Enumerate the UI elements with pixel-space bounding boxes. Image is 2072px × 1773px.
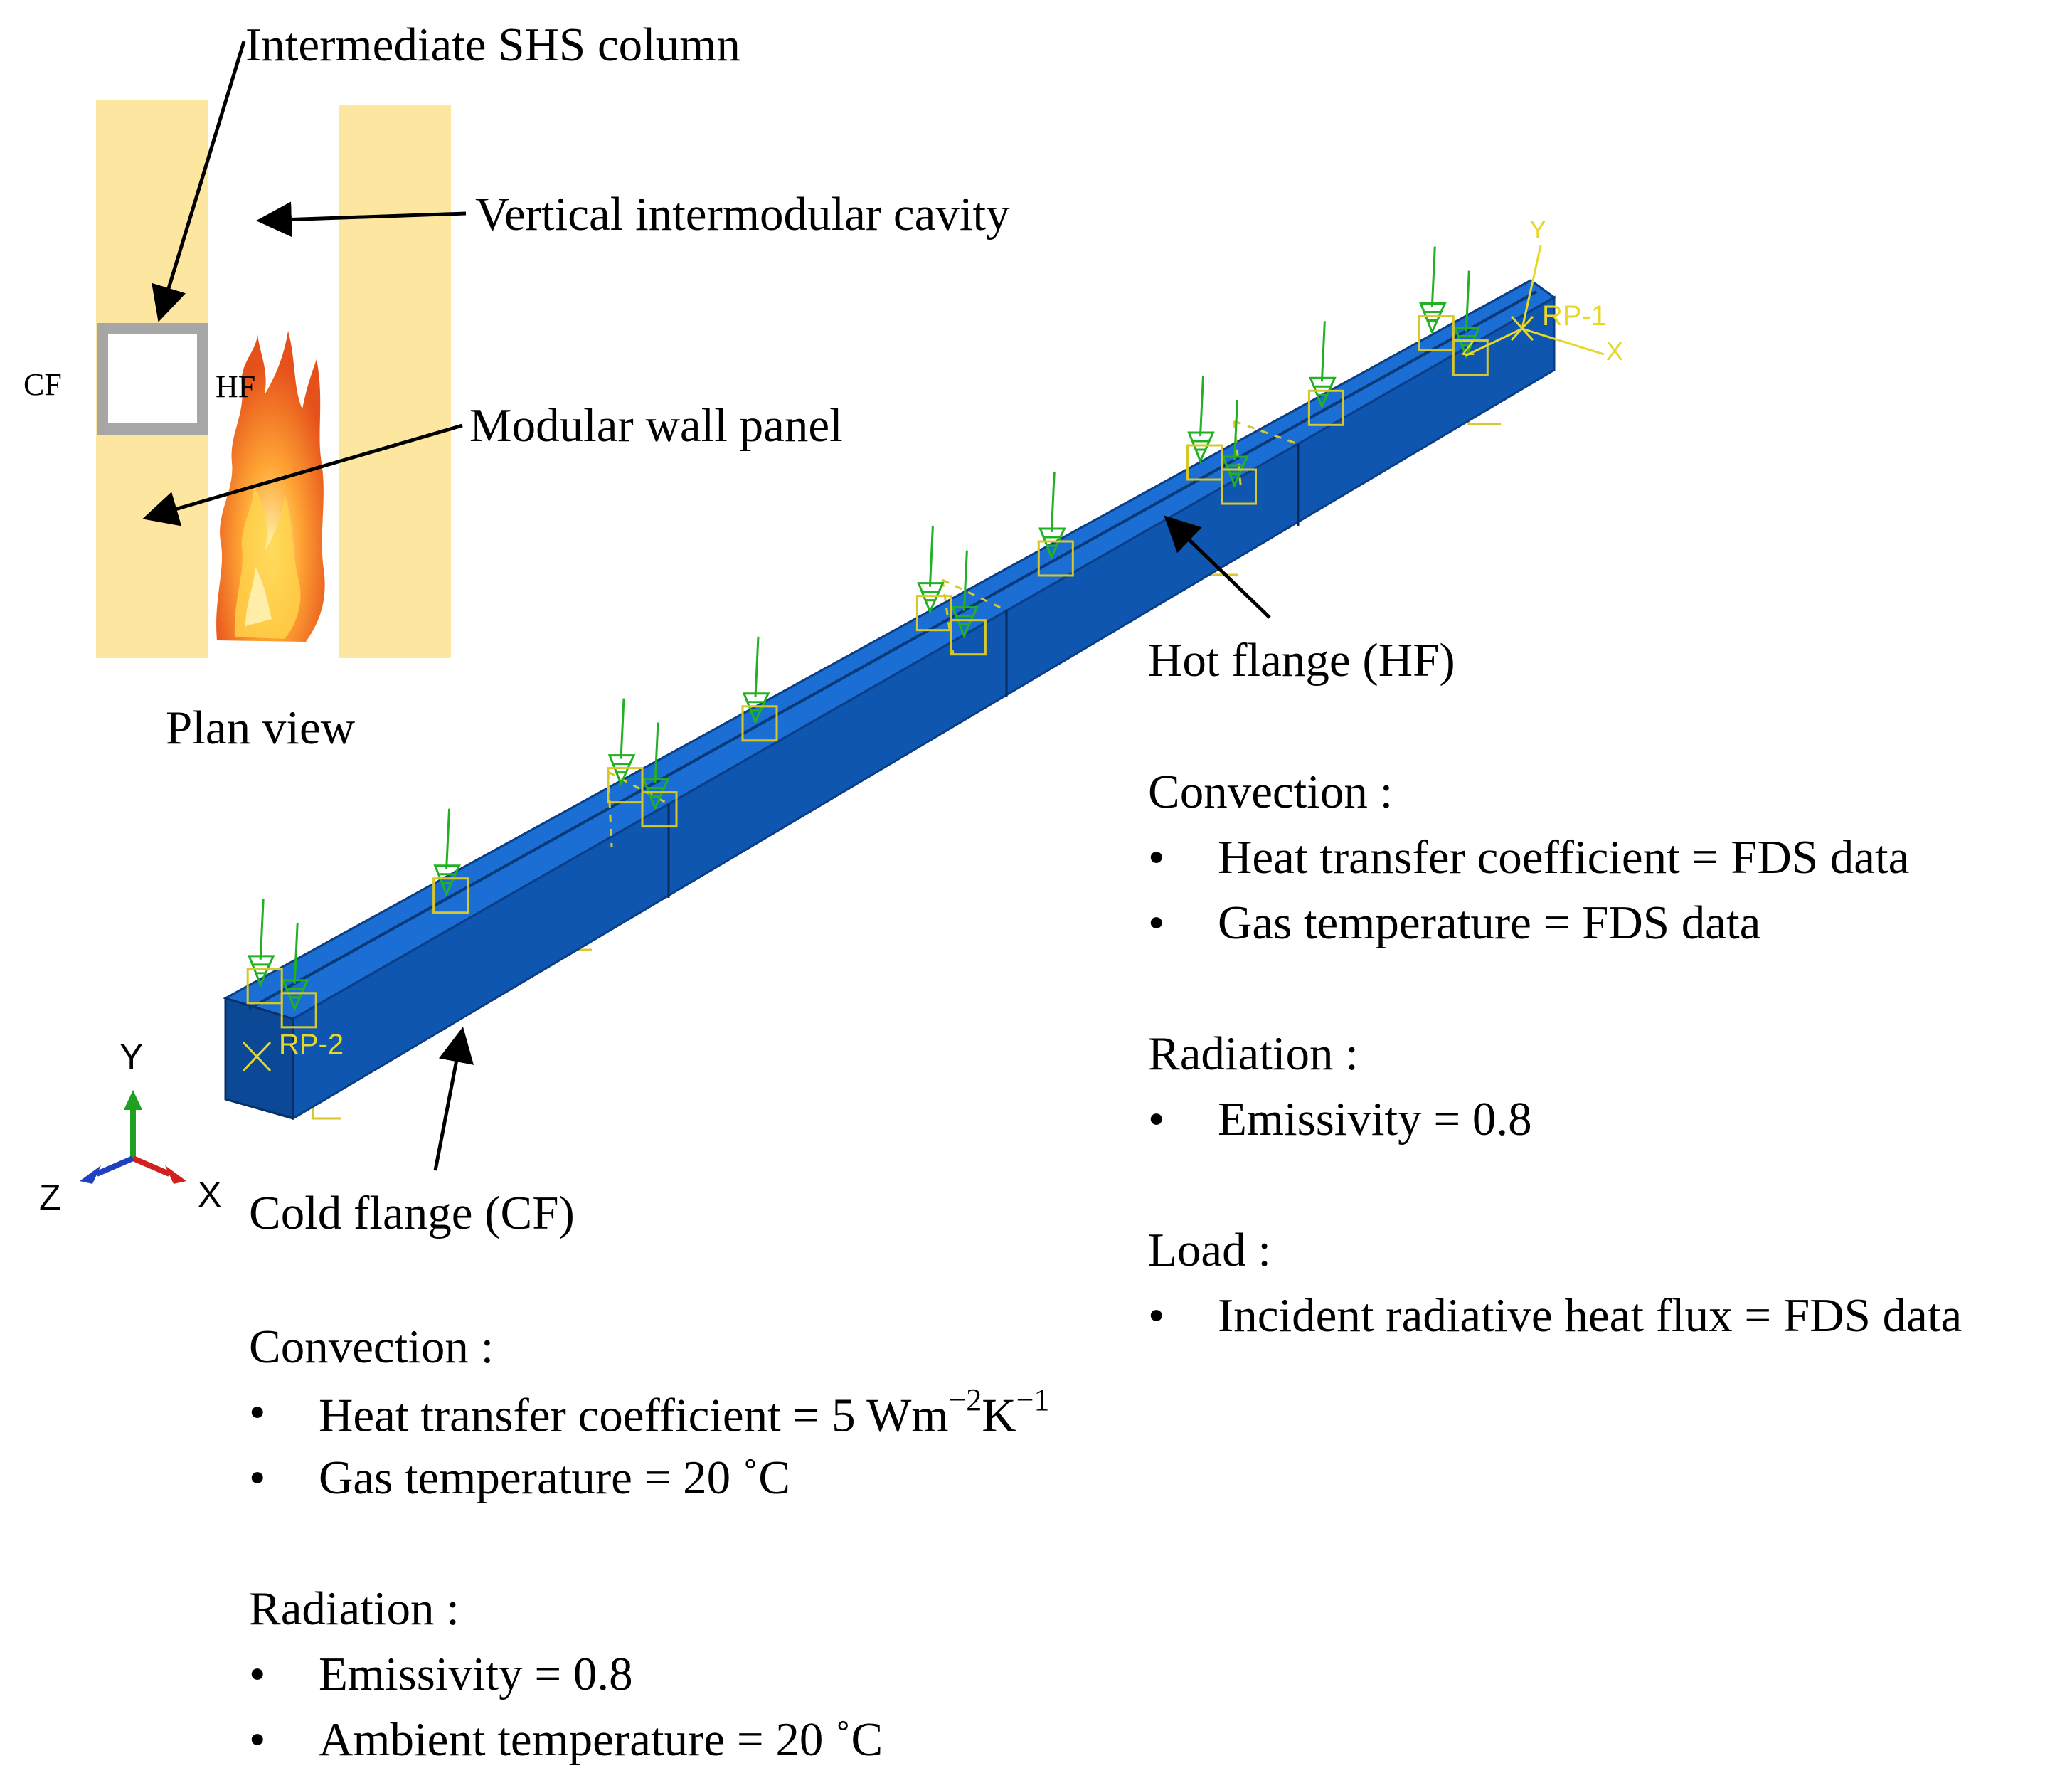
constraint-marker: [280, 992, 317, 1029]
constraint-marker: [1221, 468, 1257, 505]
rp1-triad: [1465, 245, 1605, 357]
global-x-label: X: [198, 1175, 222, 1214]
load-arrow-icon: [642, 722, 670, 811]
cold-flange-conditions: Convection : Heat transfer coefficient =…: [249, 1323, 1050, 1773]
hot-flange-conditions: Convection : Heat transfer coefficient =…: [1148, 768, 1962, 1357]
hf-radiation-item: Emissivity = 0.8: [1148, 1096, 1962, 1161]
axis-z-icon: [95, 1155, 134, 1177]
constraint-marker: [246, 968, 283, 1005]
load-arrows: [247, 246, 1481, 1012]
column-label: Intermediate SHS column: [245, 18, 740, 71]
wall-panel-right: [339, 105, 451, 658]
constraint-marker: [1418, 315, 1455, 352]
constraint-marker: [950, 619, 987, 656]
constraint-marker: [607, 767, 644, 804]
hf-short-label: HF: [216, 369, 256, 404]
cf-htc-item: Heat transfer coefficient = 5 Wm−2K−1: [249, 1385, 1050, 1454]
load-arrow-icon: [1309, 321, 1337, 410]
load-arrow-icon: [433, 808, 461, 897]
plan-view-caption: Plan view: [166, 702, 356, 754]
segment-lines: [667, 444, 1300, 898]
cf-radiation-item: Emissivity = 0.8: [249, 1651, 1050, 1716]
fire-icon: [216, 331, 325, 642]
hf-convection-item: Heat transfer coefficient = FDS data: [1148, 834, 1962, 899]
cf-short-label: CF: [23, 367, 62, 402]
column-arrow: [152, 41, 246, 322]
local-y-label: Y: [1529, 215, 1547, 244]
hf-load-heading: Load :: [1148, 1224, 1272, 1276]
constraint-markers: [246, 315, 1489, 1029]
panel-arrow: [142, 423, 463, 526]
cavity-arrow: [256, 201, 467, 238]
load-arrow-icon: [1419, 246, 1447, 335]
load-arrow-icon: [1038, 471, 1066, 560]
cf-htc-exp2: −1: [1016, 1382, 1050, 1417]
load-arrow-icon: [1187, 375, 1215, 464]
constraint-marker: [1452, 339, 1489, 376]
cf-gas-temperature: Gas temperature = 20 ˚C: [249, 1454, 1050, 1520]
constraint-marker: [641, 791, 678, 828]
cf-radiation-item: Ambient temperature = 20 ˚C: [249, 1716, 1050, 1773]
cf-convection-heading: Convection :: [249, 1321, 494, 1373]
cold-flange-label: Cold flange (CF): [249, 1187, 575, 1239]
load-arrow-icon: [917, 526, 945, 615]
load-arrow-icon: [607, 698, 636, 787]
hf-load-item: Incident radiative heat flux = FDS data: [1148, 1292, 1962, 1357]
hf-radiation-heading: Radiation :: [1148, 1027, 1359, 1080]
constraint-marker: [741, 705, 778, 742]
local-x-label: X: [1606, 337, 1624, 366]
cf-radiation-heading: Radiation :: [249, 1582, 459, 1635]
global-axis-triad: [80, 1090, 186, 1184]
cold-flange-arrow: [433, 1027, 474, 1171]
load-arrow-icon: [1221, 399, 1249, 488]
constraint-marker: [1186, 444, 1223, 481]
plan-view: [96, 41, 467, 658]
load-arrow-icon: [281, 923, 309, 1012]
hf-convection-item: Gas temperature = FDS data: [1148, 899, 1962, 965]
beam-model: [223, 245, 1605, 1171]
cavity-label: Vertical intermodular cavity: [475, 188, 1010, 240]
global-y-label: Y: [119, 1037, 144, 1076]
hf-convection-heading: Convection :: [1148, 766, 1393, 818]
rp2-label: RP-2: [279, 1029, 344, 1060]
constraint-marker: [915, 595, 952, 632]
beam-edge-line: [248, 290, 1537, 1010]
rp1-label: RP-1: [1542, 300, 1608, 332]
panel-label: Modular wall panel: [469, 399, 843, 452]
hot-flange-label: Hot flange (HF): [1148, 634, 1455, 687]
axis-x-icon: [132, 1155, 171, 1177]
load-arrow-icon: [742, 636, 770, 725]
global-z-label: Z: [39, 1177, 61, 1217]
shs-column: [97, 323, 208, 435]
cf-htc-exp1: −2: [948, 1382, 982, 1417]
constraint-marker: [1307, 389, 1344, 426]
cf-htc-prefix: Heat transfer coefficient = 5 Wm: [319, 1389, 949, 1442]
constraint-marker: [1037, 540, 1074, 577]
hot-flange-arrow: [1164, 515, 1271, 619]
load-arrow-icon: [247, 899, 275, 988]
rp2-marker: [242, 1041, 272, 1072]
load-arrow-icon: [951, 550, 979, 639]
load-arrow-icon: [1453, 270, 1481, 359]
local-z-label: Z: [1462, 337, 1475, 360]
constraint-marker: [432, 877, 469, 914]
cf-htc-mid: K: [982, 1389, 1016, 1442]
